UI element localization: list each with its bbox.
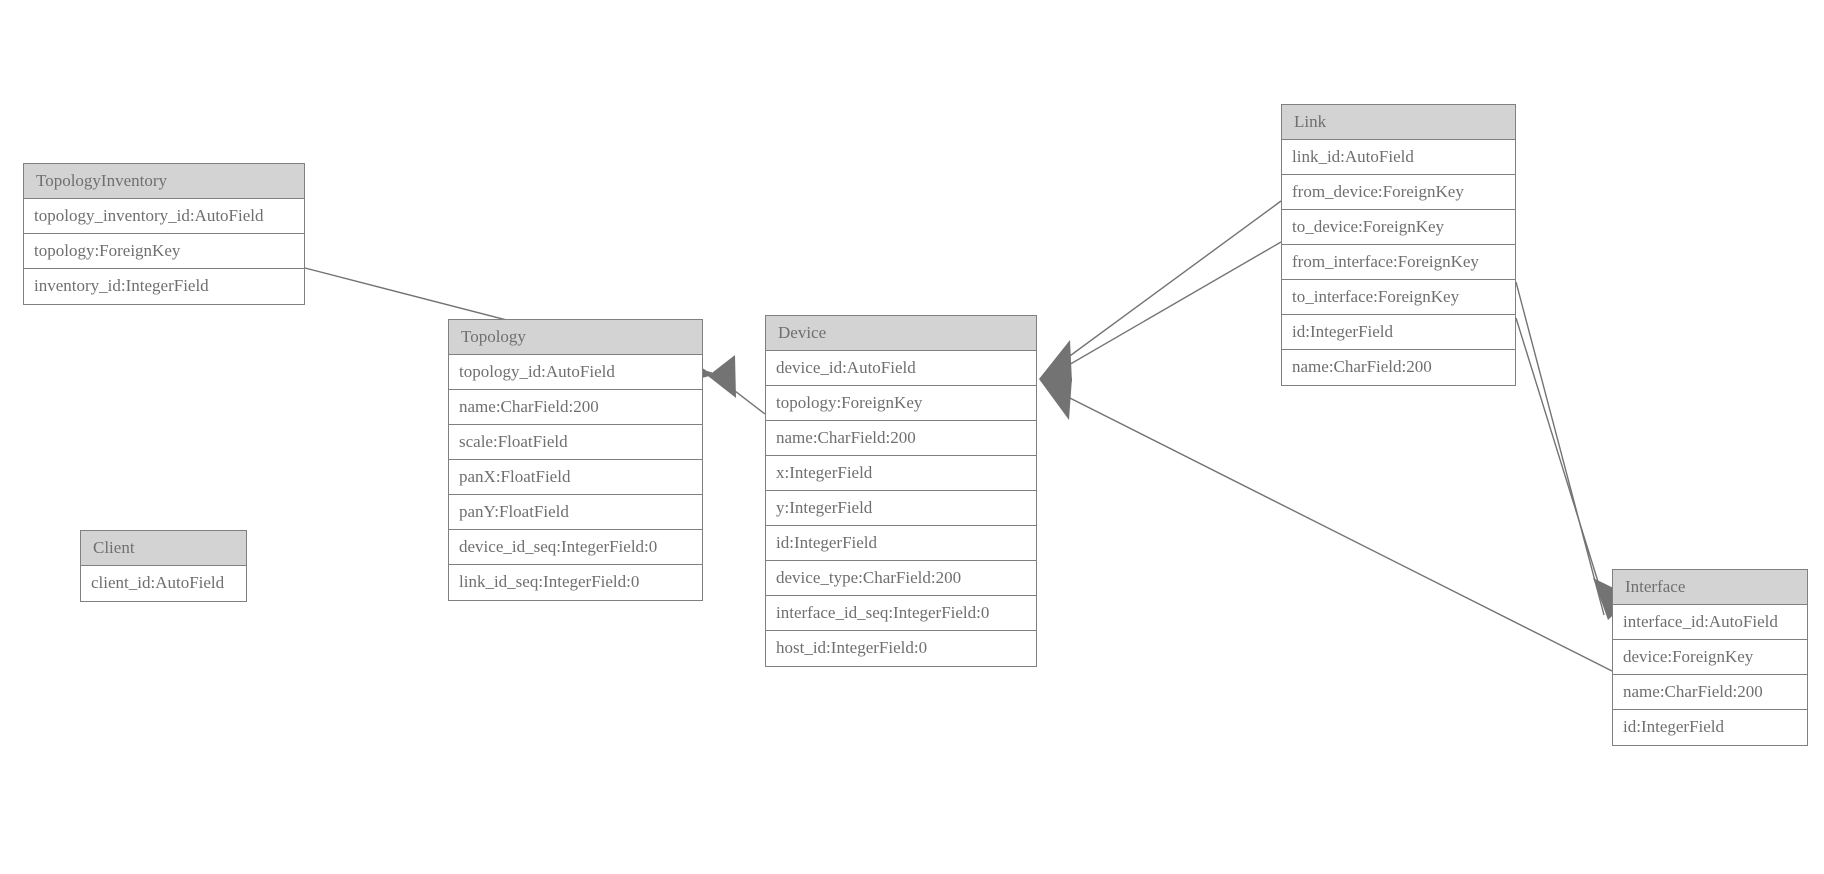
entity-field[interactable]: link_id:AutoField bbox=[1282, 140, 1515, 175]
entity-field[interactable]: from_device:ForeignKey bbox=[1282, 175, 1515, 210]
entity-field[interactable]: id:IntegerField bbox=[1623, 717, 1725, 736]
entity-field[interactable]: y:IntegerField bbox=[766, 491, 1036, 526]
entity-title: Topology bbox=[449, 320, 702, 355]
arrowhead-device-from-interface bbox=[1039, 378, 1072, 420]
entity-field[interactable]: name:CharField:200 bbox=[766, 421, 1036, 456]
entity-field[interactable]: panY:FloatField bbox=[449, 495, 702, 530]
entity-field-list: client_id:AutoField bbox=[81, 566, 246, 601]
edge-link-to-interface bbox=[1515, 317, 1610, 618]
entity-device[interactable]: Device device_id:AutoField topology:Fore… bbox=[765, 315, 1037, 667]
entity-field[interactable]: name:CharField:200 bbox=[449, 390, 702, 425]
entity-field[interactable]: from_interface:ForeignKey bbox=[1282, 245, 1515, 280]
entity-field[interactable]: device:ForeignKey bbox=[1613, 640, 1807, 675]
entity-field[interactable]: scale:FloatField bbox=[449, 425, 702, 460]
entity-field[interactable]: name:CharField:200 bbox=[1613, 675, 1807, 710]
entity-topologyinventory[interactable]: TopologyInventory topology_inventory_id:… bbox=[23, 163, 305, 305]
entity-field-list: topology_inventory_id:AutoField topology… bbox=[24, 199, 304, 304]
entity-field[interactable]: client_id:AutoField bbox=[91, 573, 225, 592]
entity-field[interactable]: host_id:IntegerField:0 bbox=[776, 638, 928, 657]
entity-field[interactable]: x:IntegerField bbox=[766, 456, 1036, 491]
entity-field[interactable]: name:CharField:200 bbox=[1292, 357, 1432, 376]
entity-field-list: topology_id:AutoField name:CharField:200… bbox=[449, 355, 702, 600]
entity-field[interactable]: panX:FloatField bbox=[449, 460, 702, 495]
arrowhead-topology-from-device bbox=[708, 355, 736, 398]
entity-field[interactable]: id:IntegerField bbox=[1282, 315, 1515, 350]
entity-field[interactable]: device_id_seq:IntegerField:0 bbox=[449, 530, 702, 565]
entity-title: Interface bbox=[1613, 570, 1807, 605]
entity-field[interactable]: interface_id_seq:IntegerField:0 bbox=[766, 596, 1036, 631]
entity-field[interactable]: interface_id:AutoField bbox=[1613, 605, 1807, 640]
entity-link[interactable]: Link link_id:AutoField from_device:Forei… bbox=[1281, 104, 1516, 386]
entity-field[interactable]: to_device:ForeignKey bbox=[1282, 210, 1515, 245]
entity-interface[interactable]: Interface interface_id:AutoField device:… bbox=[1612, 569, 1808, 746]
entity-field-list: interface_id:AutoField device:ForeignKey… bbox=[1613, 605, 1807, 745]
entity-topology[interactable]: Topology topology_id:AutoField name:Char… bbox=[448, 319, 703, 601]
arrowhead-device-from-link bbox=[1039, 340, 1072, 382]
entity-field[interactable]: link_id_seq:IntegerField:0 bbox=[459, 572, 640, 591]
entity-title: Link bbox=[1282, 105, 1515, 140]
entity-field[interactable]: device_id:AutoField bbox=[766, 351, 1036, 386]
entity-field[interactable]: inventory_id:IntegerField bbox=[34, 276, 209, 295]
entity-field-list: link_id:AutoField from_device:ForeignKey… bbox=[1282, 140, 1515, 385]
entity-field[interactable]: to_interface:ForeignKey bbox=[1282, 280, 1515, 315]
entity-field[interactable]: device_type:CharField:200 bbox=[766, 561, 1036, 596]
entity-title: Device bbox=[766, 316, 1036, 351]
entity-field-list: device_id:AutoField topology:ForeignKey … bbox=[766, 351, 1036, 666]
entity-client[interactable]: Client client_id:AutoField bbox=[80, 530, 247, 602]
entity-field[interactable]: topology_inventory_id:AutoField bbox=[24, 199, 304, 234]
entity-field[interactable]: topology:ForeignKey bbox=[24, 234, 304, 269]
edge-link-from-interface bbox=[1515, 281, 1605, 616]
entity-field[interactable]: topology:ForeignKey bbox=[766, 386, 1036, 421]
edge-link-to-device bbox=[1047, 241, 1282, 378]
edge-link-from-device bbox=[1047, 200, 1282, 373]
entity-title: TopologyInventory bbox=[24, 164, 304, 199]
edge-device-topology bbox=[717, 377, 766, 415]
edge-interface-device bbox=[1047, 386, 1613, 672]
entity-field[interactable]: id:IntegerField bbox=[766, 526, 1036, 561]
entity-title: Client bbox=[81, 531, 246, 566]
entity-field[interactable]: topology_id:AutoField bbox=[449, 355, 702, 390]
